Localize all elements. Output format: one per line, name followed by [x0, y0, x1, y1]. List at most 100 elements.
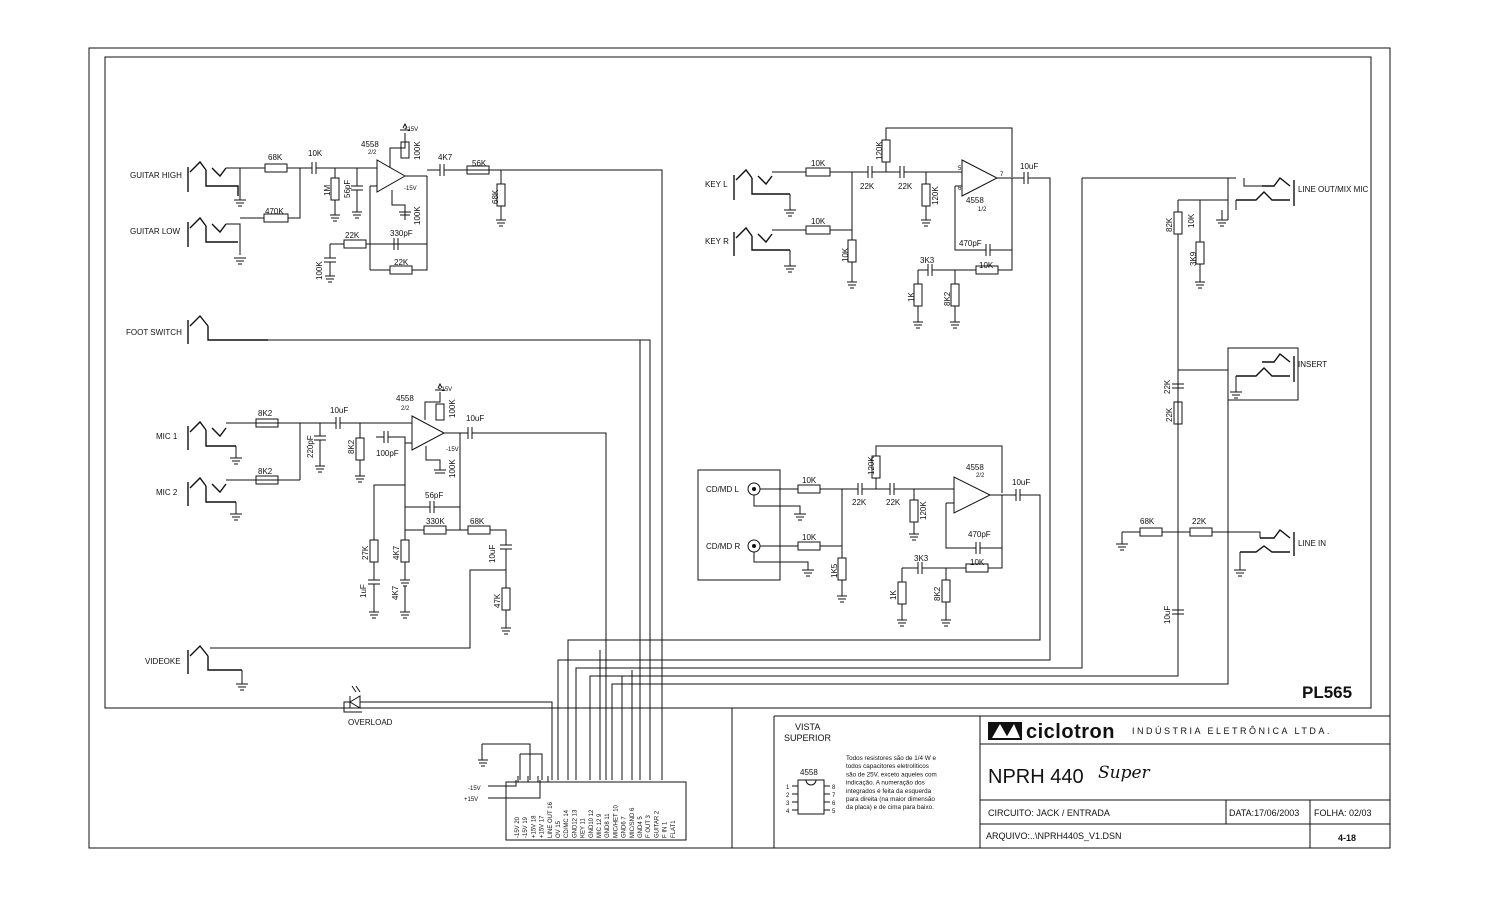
- key-pin7: 7: [1000, 172, 1004, 178]
- foot-switch-section: [187, 314, 651, 780]
- vista-note-line: são de 25V, exceto aqueles com: [846, 771, 937, 778]
- mic-r1: 8K2: [258, 409, 273, 418]
- overload-led: [343, 685, 553, 780]
- connector-pin-label: LINE OUT 16: [548, 801, 554, 838]
- cd-c1: 22K: [852, 498, 867, 507]
- connector-pin-label: -15V 20: [515, 816, 521, 838]
- pin-3: 3: [786, 801, 790, 807]
- mic-r2: 8K2: [258, 467, 273, 476]
- mic-r6: 27K: [361, 545, 370, 560]
- key-r-label: KEY R: [705, 237, 729, 246]
- mic-vpos: +15V: [438, 387, 452, 393]
- vista-ic-label: 4558: [800, 768, 818, 777]
- connector-pin-label: CD/MC 14: [564, 809, 570, 838]
- connector-pin-label: KEY 11: [581, 818, 587, 838]
- cd-ic-half: 2/2: [976, 473, 985, 479]
- key-l-label: KEY L: [705, 180, 728, 189]
- power-pos: +15V: [464, 797, 478, 803]
- guitar-p1: 100K: [413, 141, 422, 160]
- pin-2: 2: [786, 793, 790, 799]
- connector-pin-label: FLAT1: [671, 820, 677, 838]
- mic-section: [187, 382, 607, 780]
- right-r3: 3K9: [1189, 251, 1198, 266]
- cd-r2: 10K: [802, 533, 817, 542]
- connector-pin-label: MIC 12 9: [597, 813, 603, 838]
- guitar-c1: 10K: [308, 149, 323, 158]
- key-c1: 22K: [860, 182, 875, 191]
- guitar-vpos: +15V: [404, 127, 418, 133]
- connector-pin-label: GND12 13: [572, 809, 578, 838]
- insert-label: INSERT: [1298, 360, 1327, 369]
- mic-r7: 4K7: [392, 545, 401, 560]
- cdmd-r-label: CD/MD R: [706, 542, 740, 551]
- cd-r1: 10K: [802, 476, 817, 485]
- power-neg: -15V: [468, 786, 481, 792]
- guitar-r6: 22K: [394, 258, 409, 267]
- right-r2: 10K: [1187, 213, 1196, 228]
- guitar-r4: 22K: [345, 231, 360, 240]
- key-r6: 10K: [979, 261, 994, 270]
- cdmd-l-label: CD/MD L: [706, 485, 739, 494]
- guitar-r1: 68K: [268, 153, 283, 162]
- overload-label: OVERLOAD: [348, 718, 393, 727]
- mic-c7: 1uF: [359, 584, 368, 598]
- key-ic-half: 1/2: [978, 207, 987, 213]
- connector-pin-label: +15V 18: [531, 815, 537, 838]
- guitar-r3: 1M: [323, 185, 332, 196]
- mic-r4: 330K: [426, 517, 445, 526]
- key-pin5: 5: [958, 166, 962, 172]
- vista-note-line: indicação. A numeração dos: [846, 780, 925, 787]
- mic-vneg: -15V: [446, 447, 459, 453]
- vista-note-line: Todos resistores são de 1/4 W e: [846, 755, 936, 762]
- guitar-low-label: GUITAR LOW: [130, 227, 181, 236]
- mic-c3: 100pF: [376, 449, 399, 458]
- key-section: [733, 127, 1051, 329]
- key-r2: 10K: [811, 217, 826, 226]
- right-r6: 22K: [1192, 517, 1207, 526]
- cd-c3: 470pF: [968, 530, 991, 539]
- cd-c5: 10uF: [1012, 478, 1030, 487]
- right-r5: 68K: [1140, 517, 1155, 526]
- circuito-field: CIRCUITO: JACK / ENTRADA: [988, 808, 1110, 818]
- connector-pin-label: MIC/HET 10: [613, 804, 619, 838]
- pin-7: 7: [832, 793, 836, 799]
- vista-title-2: SUPERIOR: [784, 733, 832, 743]
- page-number: 4-18: [1338, 833, 1356, 843]
- mic-p1: 100K: [448, 399, 457, 418]
- folha-field: FOLHA: 02/03: [1314, 808, 1372, 818]
- videoke-section: [187, 644, 248, 691]
- right-c1: 22K: [1163, 379, 1172, 394]
- key-r8: 8K2: [943, 291, 952, 306]
- company-name: INDÚSTRIA ELETRÔNICA LTDA.: [1132, 726, 1332, 736]
- mic-r9: 47K: [493, 593, 502, 608]
- guitar-ic: 4558: [361, 140, 379, 149]
- foot-switch-label: FOOT SWITCH: [126, 328, 182, 337]
- pin-8: 8: [832, 785, 836, 791]
- connector-pin-label: GND10 12: [589, 809, 595, 838]
- cd-section: [697, 445, 1041, 627]
- guitar-r5: 100K: [315, 261, 324, 280]
- guitar-p2: 100K: [413, 206, 422, 225]
- cd-r5: 120K: [919, 501, 928, 520]
- cd-r3: 1K5: [830, 563, 839, 578]
- pin-5: 5: [832, 809, 836, 815]
- key-r1: 10K: [811, 159, 826, 168]
- key-c5: 10uF: [1020, 162, 1038, 171]
- videoke-label: VIDEOKE: [145, 657, 181, 666]
- mic-c2: 220pF: [306, 435, 315, 458]
- connector-pin-label: GND4 5: [638, 816, 644, 838]
- pin-1: 1: [786, 785, 790, 791]
- ic-top-view-icon: [797, 779, 825, 815]
- mic-c6: 10uF: [488, 545, 497, 563]
- mic-ic: 4558: [396, 394, 414, 403]
- outer-border: [88, 47, 1391, 849]
- key-pin6: 6: [958, 186, 962, 192]
- connector-pin-label: MIC/SND 6: [630, 807, 636, 838]
- mic-ic-half: 2/2: [401, 406, 410, 412]
- guitar-r2: 470K: [265, 207, 284, 216]
- mic-p2: 100K: [448, 459, 457, 478]
- cd-c4: 3K3: [914, 554, 929, 563]
- guitar-r7: 4K7: [438, 153, 453, 162]
